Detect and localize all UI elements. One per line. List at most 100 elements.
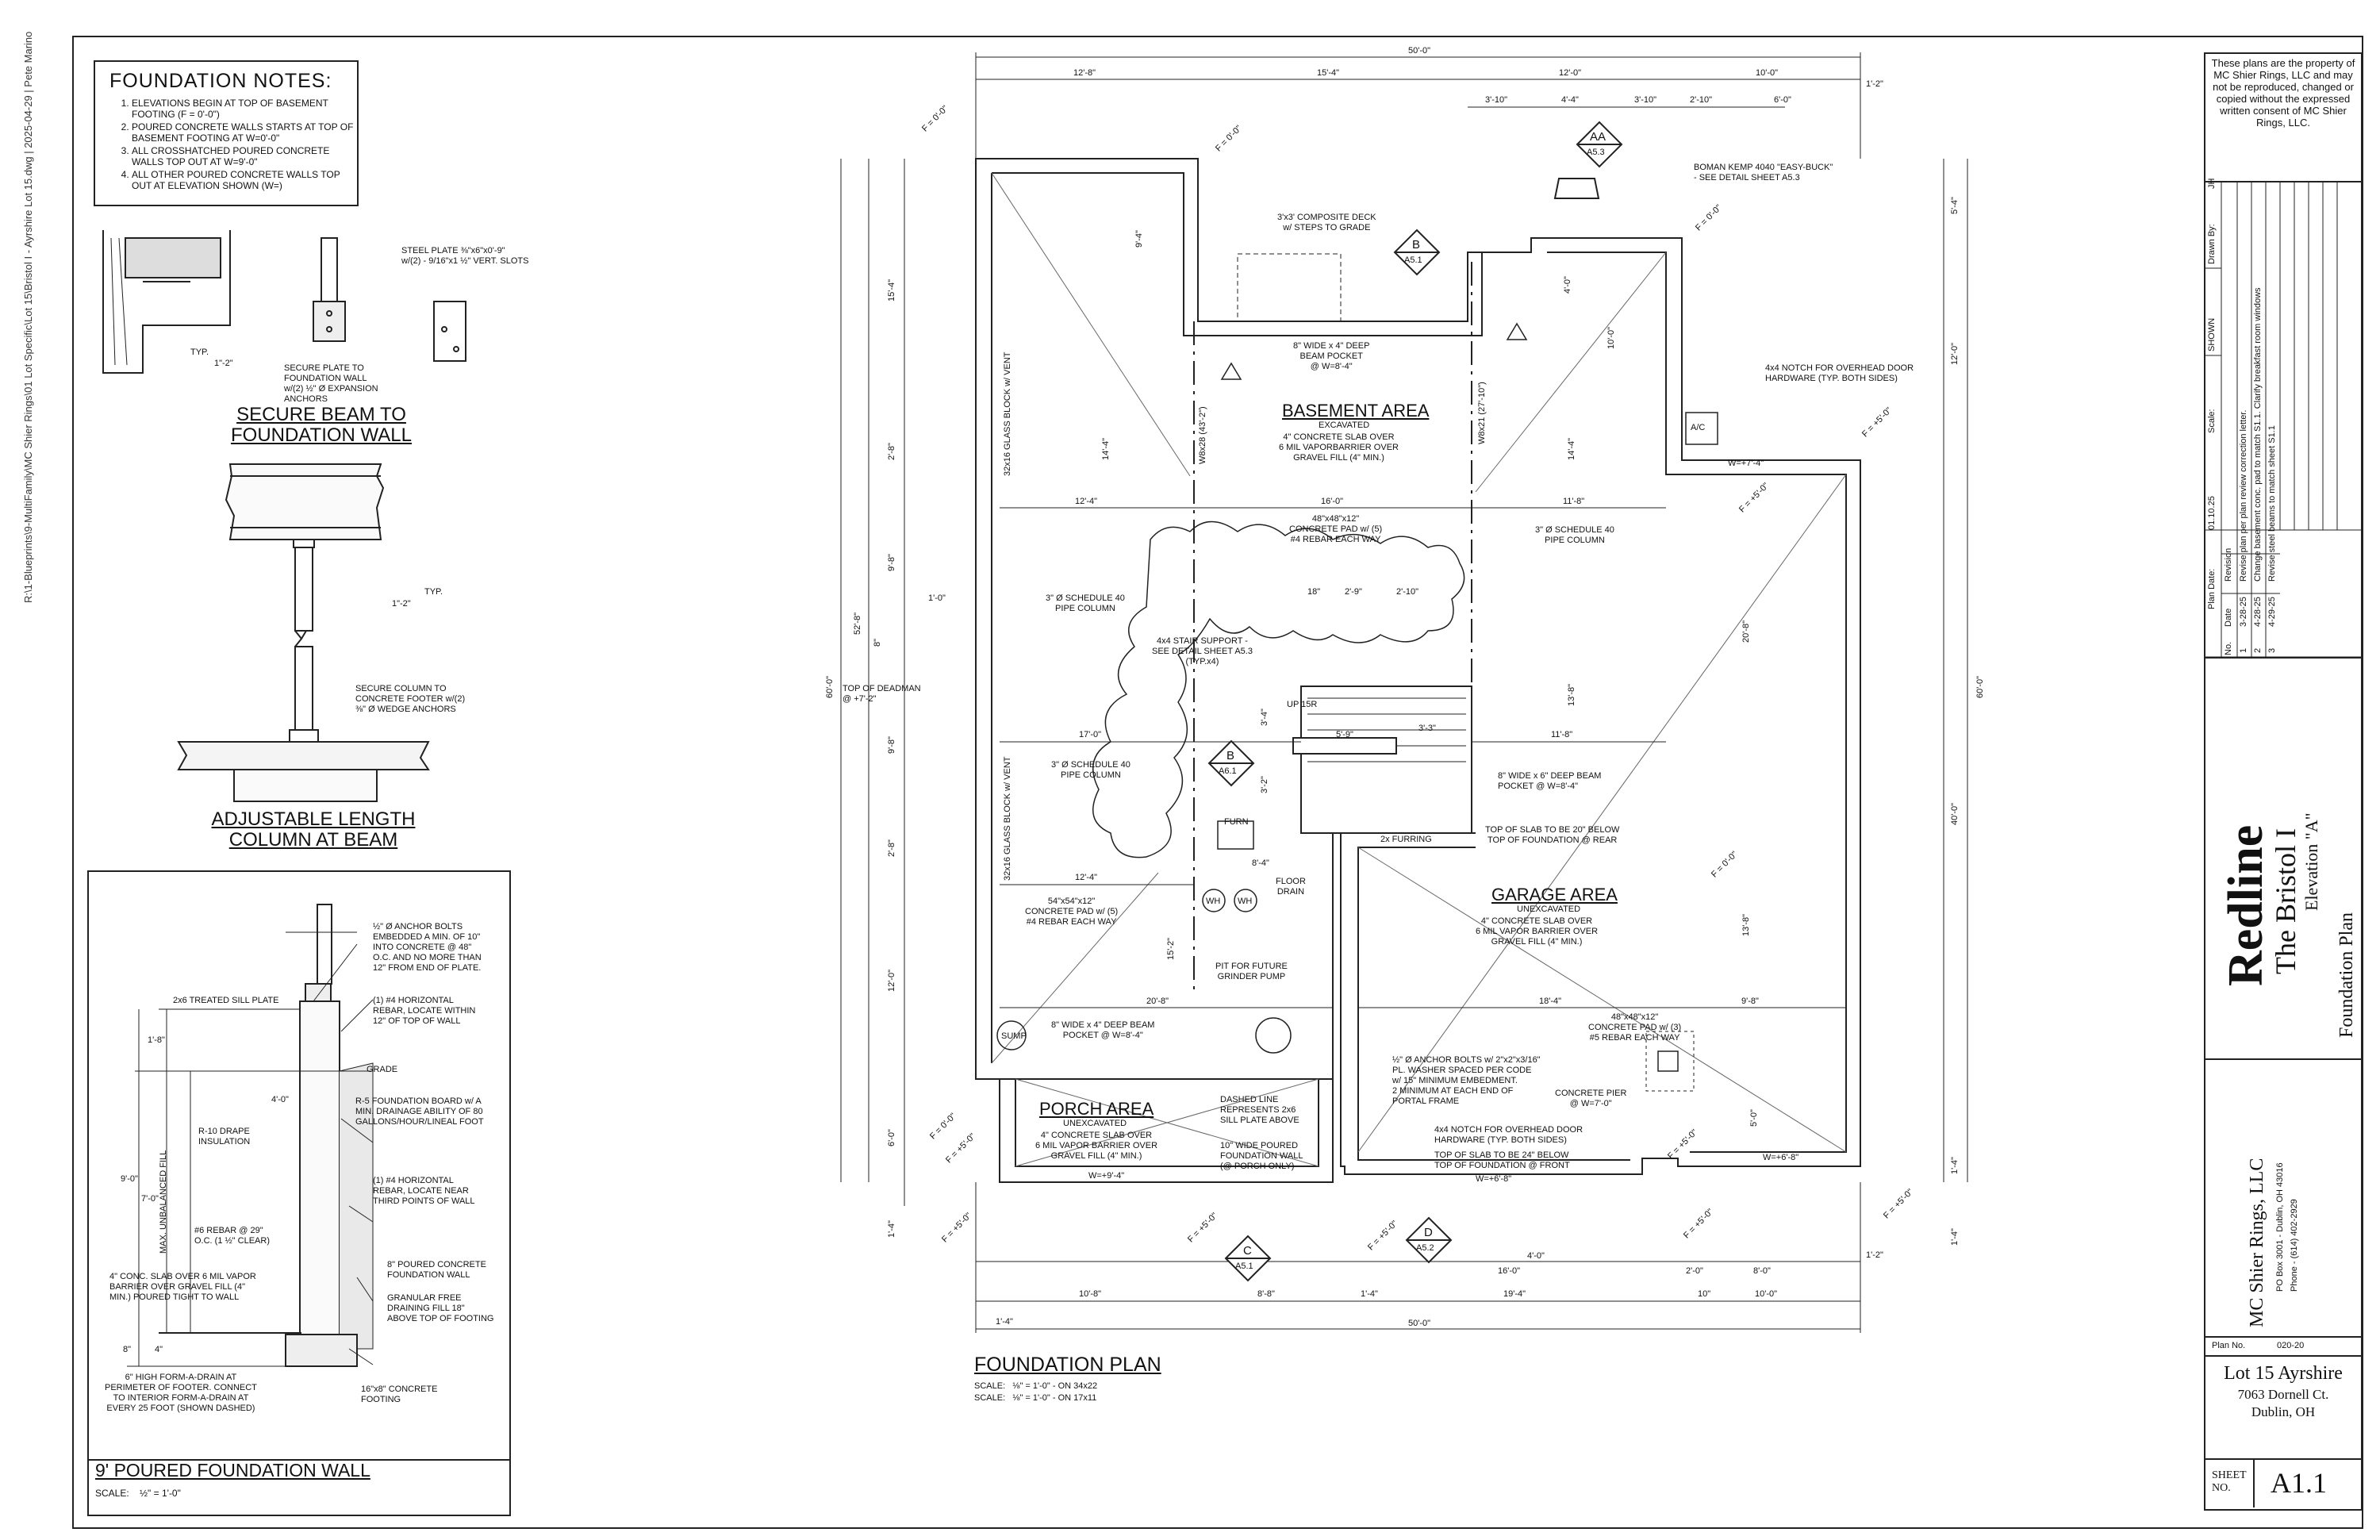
interior-dim: 20'-8" xyxy=(1146,997,1169,1006)
interior-dim: 16'-0" xyxy=(1321,497,1344,506)
section-tag-letter: B xyxy=(1226,749,1235,762)
plan-date: 01.10.25 xyxy=(2207,496,2217,530)
company-address: PO Box 3001 - Dublin, OH 43016 xyxy=(2275,1162,2285,1292)
interior-dim: 12'-4" xyxy=(1075,497,1098,506)
dim-left-inner: 1'-4" xyxy=(887,1220,896,1238)
dim-overall-top: 50'-0" xyxy=(1408,46,1431,56)
grinder-note: PIT FOR FUTURE GRINDER PUMP xyxy=(1215,962,1288,981)
basement-area-name: BASEMENT AREA xyxy=(1282,401,1430,421)
interior-dim: 17'-0" xyxy=(1079,730,1102,739)
dim-bottom1: 8'-0" xyxy=(1753,1266,1771,1276)
rev-3-no: 3 xyxy=(2267,647,2277,653)
interior-dim: 18'-4" xyxy=(1539,997,1562,1006)
tb-divider xyxy=(2205,657,2361,659)
furnace: FURN xyxy=(1224,817,1249,827)
dim-top1: 10'-0" xyxy=(1756,68,1779,78)
interior-dim: 13'-8" xyxy=(1567,683,1576,706)
furring-note: 2x FURRING xyxy=(1380,835,1432,844)
interior-dim: 10'-0" xyxy=(1606,326,1616,349)
interior-dim: 5'-0" xyxy=(1749,1109,1759,1127)
model-name: The Bristol I xyxy=(2270,828,2301,974)
dim-bottom1: 1'-2" xyxy=(1866,1250,1883,1260)
dim-right: 40'-0" xyxy=(1950,802,1960,825)
dim-left-inner: 2'-8" xyxy=(887,839,896,857)
wall-elev-garage-rear: W=+7'-4" xyxy=(1728,459,1764,468)
note-item: POURED CONCRETE WALLS STARTS AT TOP OF B… xyxy=(132,121,357,144)
section-tag-sheet: A5.1 xyxy=(1404,255,1422,265)
dim-1-8: 1'-8" xyxy=(148,1035,165,1045)
foundation-notes-list: ELEVATIONS BEGIN AT TOP OF BASEMENT FOOT… xyxy=(95,98,357,191)
interior-dim: 15'-2" xyxy=(1166,937,1176,960)
typ-note: TYP. xyxy=(190,348,209,357)
dim-overall-bottom: 50'-0" xyxy=(1408,1319,1431,1328)
dim-top1: 1'-2" xyxy=(1866,79,1883,89)
company-phone: Phone - (614) 402-2929 xyxy=(2290,1199,2299,1292)
rebar6-note: #6 REBAR @ 29" O.C. (1 ½" CLEAR) xyxy=(194,1226,270,1246)
dim-top2: 3'-10" xyxy=(1634,95,1657,105)
dim-bottom-left: 1'-4" xyxy=(996,1317,1013,1327)
secure-plate-note: SECURE PLATE TO FOUNDATION WALL w/(2) ½"… xyxy=(284,363,378,404)
tb-divider xyxy=(2205,1058,2361,1060)
sheet-no-label: SHEET NO. xyxy=(2212,1469,2247,1494)
interior-dim: 4'-0" xyxy=(1563,276,1572,294)
garage-area-name: GARAGE AREA xyxy=(1491,885,1618,904)
rev-2-date: 4-28-25 xyxy=(2253,597,2263,627)
slab-front-note: TOP OF SLAB TO BE 24" BELOW TOP OF FOUND… xyxy=(1434,1150,1570,1170)
rev-1-date: 3-28-25 xyxy=(2239,597,2248,627)
beam-pocket-note-1: 8" WIDE x 4" DEEP BEAM POCKET @ W=8'-4" xyxy=(1293,341,1370,371)
poured-wall-scale: SCALE: ½" = 1'-0" xyxy=(95,1488,181,1499)
dim-bottom2: 10'-8" xyxy=(1079,1289,1102,1299)
section-tag-sheet: A5.3 xyxy=(1587,148,1605,157)
plan-date-label: Plan Date: xyxy=(2207,568,2217,609)
interior-dim: 12'-4" xyxy=(1075,873,1098,882)
sump: SUMP xyxy=(1001,1031,1027,1041)
rev-1-no: 1 xyxy=(2239,647,2248,653)
scale-value: SHOWN xyxy=(2207,317,2217,351)
dim-9-0: 9'-0" xyxy=(121,1174,138,1184)
sheet-number-block: SHEET NO. A1.1 xyxy=(2205,1460,2361,1507)
rev-2-no: 2 xyxy=(2253,647,2263,653)
company-name: MC Shier Rings, LLC xyxy=(2247,1158,2267,1327)
col-right-note: 3" Ø SCHEDULE 40 PIPE COLUMN xyxy=(1535,525,1614,545)
interior-dim: 11'-8" xyxy=(1551,730,1573,739)
dashed-note: DASHED LINE REPRESENTS 2x6 SILL PLATE AB… xyxy=(1220,1095,1299,1125)
dim-top2: 6'-0" xyxy=(1774,95,1791,105)
drape-note: R-10 DRAPE INSULATION xyxy=(198,1127,251,1146)
section-tag-sheet: A5.1 xyxy=(1235,1262,1253,1271)
title-block: These plans are the property of MC Shier… xyxy=(2204,52,2363,1511)
sheet-title: Foundation Plan xyxy=(2336,912,2357,1038)
garage-area-desc: 4" CONCRETE SLAB OVER 6 MIL VAPOR BARRIE… xyxy=(1476,916,1599,947)
anchor-bolts-note: ½" Ø ANCHOR BOLTS EMBEDDED A MIN. OF 10"… xyxy=(373,922,482,973)
poured-wall-detail-box: 9' POURED FOUNDATION WALL SCALE: ½" = 1'… xyxy=(87,870,511,1516)
poured8-note: 8" POURED CONCRETE FOUNDATION WALL xyxy=(387,1260,486,1280)
unbalanced-fill-label: MAX. UNBALANCED FILL xyxy=(159,1150,168,1254)
granular-note: GRANULAR FREE DRAINING FILL 18" ABOVE TO… xyxy=(387,1293,494,1323)
notch-note-1: 4x4 NOTCH FOR OVERHEAD DOOR HARDWARE (TY… xyxy=(1765,363,1914,383)
interior-dim: 8'-4" xyxy=(1252,858,1269,868)
anchor-note: ½" Ø ANCHOR BOLTS w/ 2"x2"x3/16" PL. WAS… xyxy=(1392,1055,1541,1106)
dim-left-inner: 9'-8" xyxy=(887,554,896,571)
rebar-top-note: (1) #4 HORIZONTAL REBAR, LOCATE WITHIN 1… xyxy=(373,996,476,1026)
pier-note: CONCRETE PIER @ W=7'-0" xyxy=(1555,1089,1627,1108)
pad48-note: 48"x48"x12" CONCRETE PAD w/ (5) #4 REBAR… xyxy=(1289,514,1383,544)
wall-elev-porch: W=+9'-4" xyxy=(1088,1171,1125,1181)
drawn-by-label: Drawn By: xyxy=(2207,224,2217,264)
interior-dim: 9'-8" xyxy=(1741,997,1759,1006)
box-separator xyxy=(89,1459,509,1461)
beam-pocket-note-3: 8" WIDE x 4" DEEP BEAM POCKET @ W=8'-4" xyxy=(1051,1020,1155,1040)
dim-left-inner: 6'-0" xyxy=(887,1129,896,1146)
scale-label: Scale: xyxy=(2207,409,2217,433)
lot-name: Lot 15 Ayrshire xyxy=(2224,1363,2343,1384)
r5-note: R-5 FOUNDATION BOARD w/ A MIN. DRAINAGE … xyxy=(355,1096,484,1127)
weld-note: 1"-2" xyxy=(214,359,233,368)
rev-1-text: Revise plan per plan review correction l… xyxy=(2239,409,2248,582)
tb-divider xyxy=(2205,1355,2361,1357)
tb-divider xyxy=(2205,181,2361,182)
pad-garage-note: 48"x48"x12" CONCRETE PAD w/ (3) #5 REBAR… xyxy=(1588,1012,1682,1043)
beam-w1: W8x28 (43'-2") xyxy=(1198,406,1207,464)
wall-elev-garage-front: W=+6'-8" xyxy=(1476,1174,1512,1184)
interior-dim: 14'-4" xyxy=(1101,437,1111,460)
water-heater-1: WH xyxy=(1206,897,1221,906)
